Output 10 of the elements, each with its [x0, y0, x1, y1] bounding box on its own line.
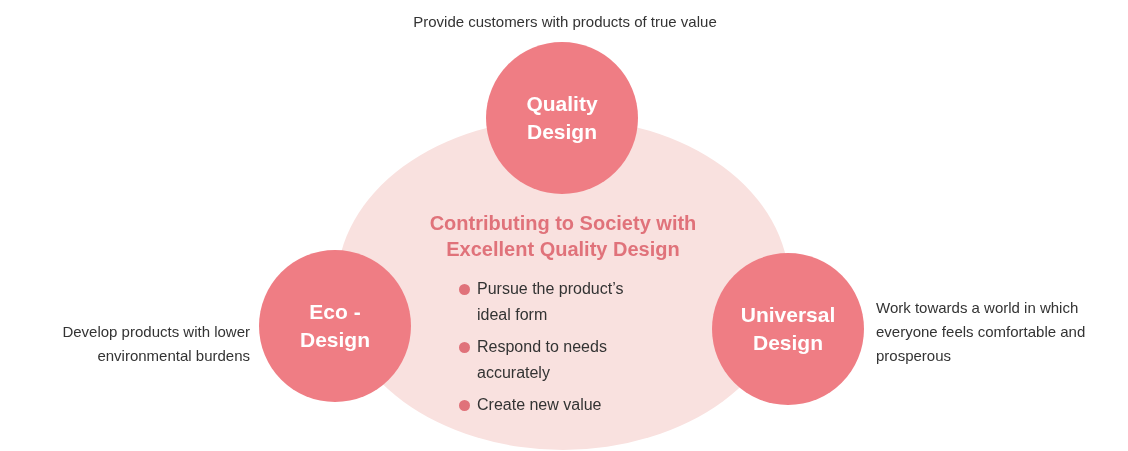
node-label: Provide customers with products of true value [412, 12, 718, 32]
circle-label: Eco -Design [299, 299, 371, 353]
bullet-item: Pursue the product’s ideal form [459, 276, 647, 328]
node-label: Work towards a world in which everyone feels comfortable and prosperous [876, 298, 1087, 366]
circle-label: Universal Design [739, 302, 837, 356]
bullet-item: Respond to needs accurately [459, 334, 647, 386]
bullet-item: Create new value [459, 392, 647, 418]
heading: Contributing to Society with Excellent Quality Design [428, 211, 698, 262]
node-label: Develop products with lower environmental burdens [61, 322, 250, 366]
circle-label: Quality Design [525, 91, 599, 145]
